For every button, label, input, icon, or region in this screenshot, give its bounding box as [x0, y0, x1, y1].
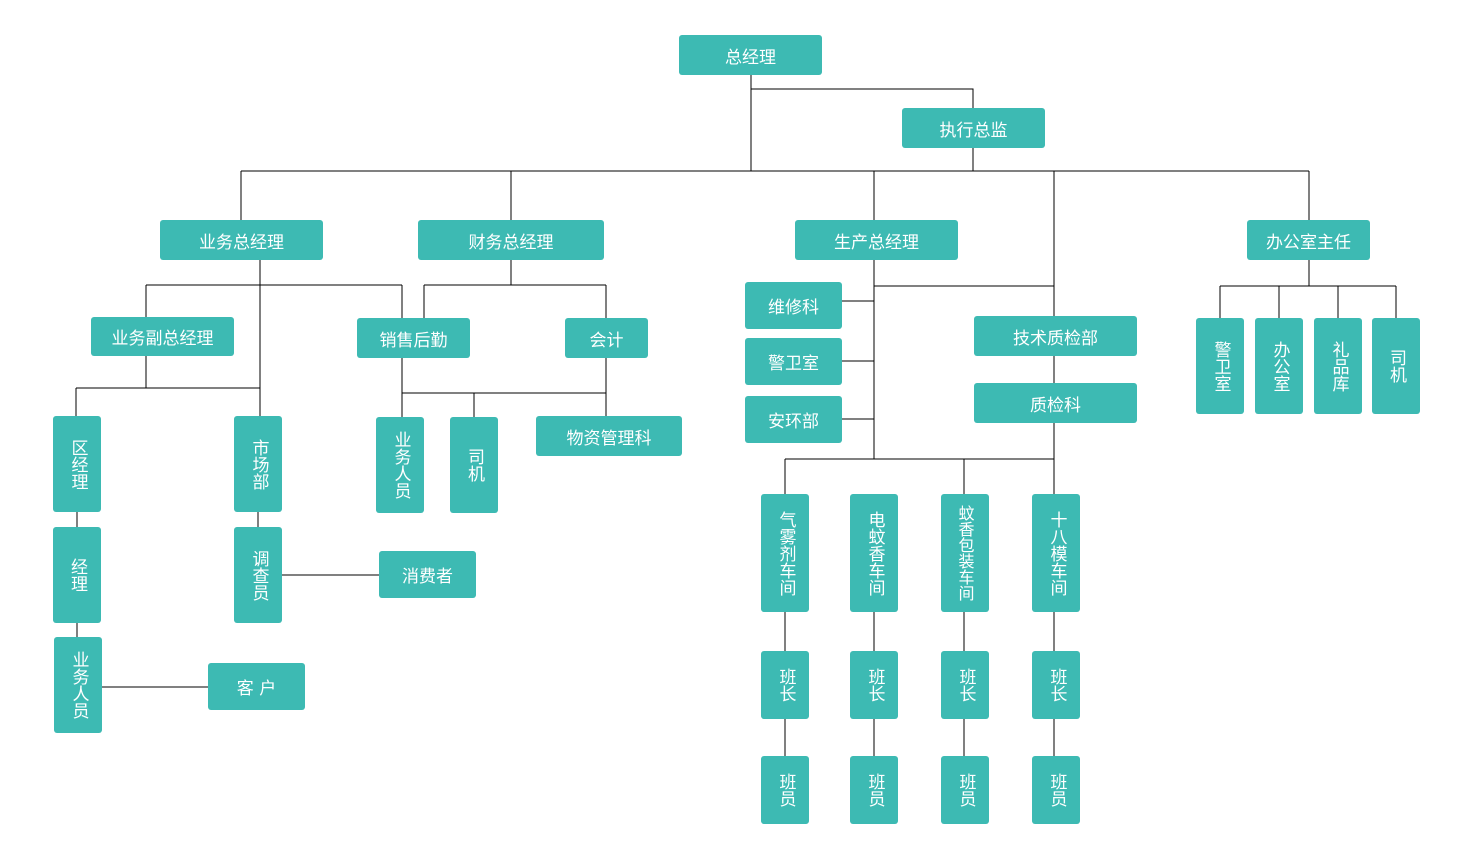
node-team-leader-3[interactable]: 班长	[941, 651, 989, 719]
node-safety-env[interactable]: 安环部	[745, 396, 842, 443]
node-executive-director[interactable]: 执行总监	[902, 108, 1045, 148]
node-sales-logistics[interactable]: 销售后勤	[357, 318, 470, 358]
connector-line	[751, 88, 974, 108]
node-team-leader-1[interactable]: 班长	[761, 651, 809, 719]
node-guard-room-prod[interactable]: 警卫室	[745, 338, 842, 385]
node-consumer[interactable]: 消费者	[379, 551, 476, 598]
node-production-gm[interactable]: 生产总经理	[795, 220, 958, 260]
node-team-member-4[interactable]: 班员	[1032, 756, 1080, 824]
node-maintenance[interactable]: 维修科	[745, 282, 842, 329]
node-tech-qc-dept[interactable]: 技术质检部	[974, 316, 1137, 356]
node-manager[interactable]: 经理	[53, 527, 101, 623]
node-customer[interactable]: 客 户	[208, 663, 305, 710]
node-team-member-2[interactable]: 班员	[850, 756, 898, 824]
node-finance-gm[interactable]: 财务总经理	[418, 220, 604, 260]
node-business-gm[interactable]: 业务总经理	[160, 220, 323, 260]
node-qc-section[interactable]: 质检科	[974, 383, 1137, 423]
node-finance-business-staff[interactable]: 业务人员	[376, 417, 424, 513]
node-workshop-18mold[interactable]: 十八模车间	[1032, 494, 1080, 612]
node-office-room[interactable]: 办公室	[1255, 318, 1303, 414]
node-business-vice-gm[interactable]: 业务副总经理	[91, 317, 234, 356]
node-gift-storage[interactable]: 礼品库	[1314, 318, 1362, 414]
node-general-manager[interactable]: 总经理	[679, 35, 822, 75]
node-business-staff-left[interactable]: 业务人员	[54, 637, 102, 733]
node-investigator[interactable]: 调查员	[234, 527, 282, 623]
node-materials-mgmt[interactable]: 物资管理科	[536, 416, 682, 456]
node-region-manager[interactable]: 区经理	[53, 416, 101, 512]
node-accounting[interactable]: 会计	[565, 318, 648, 358]
node-team-leader-2[interactable]: 班长	[850, 651, 898, 719]
node-workshop-packaging[interactable]: 蚊香包装车间	[941, 494, 989, 612]
node-market-dept[interactable]: 市场部	[234, 416, 282, 512]
node-office-director[interactable]: 办公室主任	[1247, 220, 1370, 260]
node-office-driver[interactable]: 司机	[1372, 318, 1420, 414]
node-team-leader-4[interactable]: 班长	[1032, 651, 1080, 719]
node-team-member-1[interactable]: 班员	[761, 756, 809, 824]
node-team-member-3[interactable]: 班员	[941, 756, 989, 824]
node-finance-driver[interactable]: 司机	[450, 417, 498, 513]
node-office-guard-room[interactable]: 警卫室	[1196, 318, 1244, 414]
node-workshop-aerosol[interactable]: 气雾剂车间	[761, 494, 809, 612]
node-workshop-electric[interactable]: 电蚊香车间	[850, 494, 898, 612]
